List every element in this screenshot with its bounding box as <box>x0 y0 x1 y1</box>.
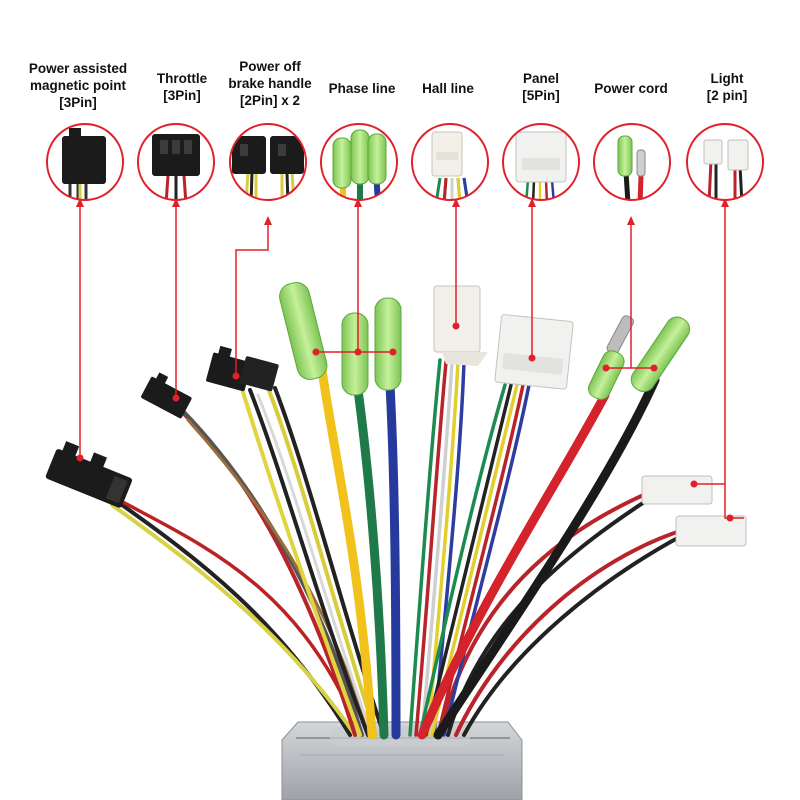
throttle-connector <box>141 372 192 419</box>
detail-circle-brake <box>229 123 307 201</box>
pointer-arrowheads <box>76 198 729 225</box>
detail-circle-panel <box>502 123 580 201</box>
label-power: Power cord <box>594 81 668 96</box>
wire-bundle <box>108 358 685 740</box>
label-phase: Phase line <box>328 81 396 96</box>
label-panel: Panel[5Pin] <box>522 71 560 103</box>
label-throttle: Throttle[3Pin] <box>156 71 208 103</box>
sm-2pin-connector-icon <box>206 345 279 392</box>
sm-3pin-connector-icon <box>45 441 133 508</box>
label-light: Light[2 pin] <box>706 71 748 103</box>
power-cord-connectors <box>587 315 691 400</box>
pointer-dots <box>76 322 734 522</box>
detail-circle-throttle <box>137 123 215 201</box>
detail-circle-power <box>593 123 671 201</box>
controller-housing <box>281 721 523 800</box>
detail-circle-pas <box>46 123 124 201</box>
detail-circle-phase <box>320 123 398 201</box>
detail-circle-light <box>686 123 764 201</box>
bullet-connector-icon <box>279 282 402 396</box>
hall-plug-icon <box>433 285 488 366</box>
pointer-lines <box>79 200 744 519</box>
label-hall: Hall line <box>422 81 474 96</box>
panel-plug-icon <box>494 314 574 390</box>
detail-circle-hall <box>411 123 489 201</box>
